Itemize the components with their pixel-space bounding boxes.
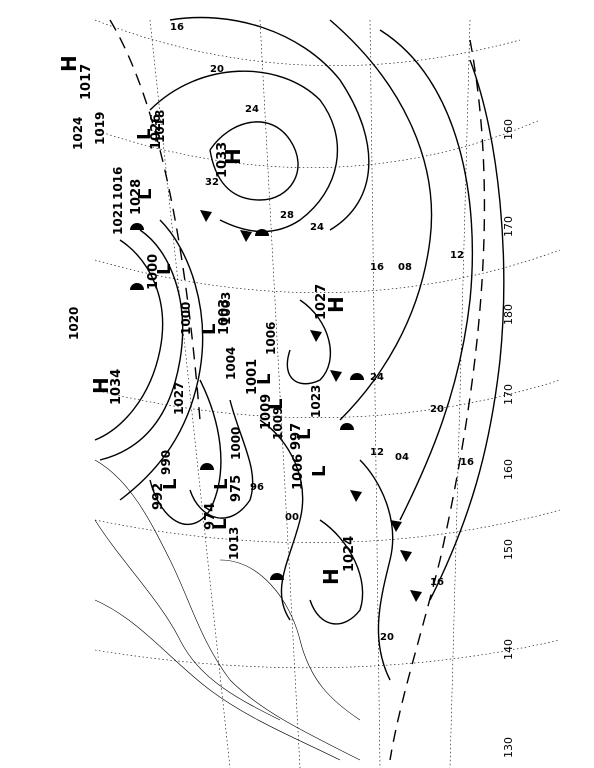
high-letter: H [89,377,113,394]
high-pressure: 1024 [342,536,357,572]
isobar-label: 1020 [67,307,81,340]
isobars [94,16,505,681]
low-pressure: 1000 [146,254,161,290]
isobar-label: 1000 [229,427,243,460]
low-pressure: 992 [151,483,166,510]
high-pressure: 1017 [79,64,94,100]
contour-label: 16 [460,457,474,468]
low-letter: L [210,519,231,530]
low-letter: L [160,479,181,490]
longitude-labels: 130 140 150 160 170 180 170 160 [502,119,515,758]
low-pressure: 997 [289,423,304,450]
lon-label: 170 [502,216,515,237]
low-letter: L [211,479,232,490]
lat-lon-grid [94,19,561,768]
isobar-label: 1016 [111,167,125,200]
contour-label: 12 [370,447,384,458]
isobar-label: 1006 [264,322,278,355]
isobar-label: 1000 [179,302,193,335]
low-letter: L [266,399,287,410]
high-letter: H [319,568,343,585]
contour-label: 00 [285,512,299,523]
lon-label: 170 [502,384,515,405]
low-pressure: 1026 [149,114,164,150]
isobar-label: 1018 [153,110,167,143]
low-pressure: 1009 [259,394,274,430]
low-letter: L [309,466,330,477]
high-pressure: 1027 [314,284,329,320]
isobar-labels: 1024 1019 1018 1016 1021 1020 1013 1000 … [67,110,323,560]
lon-label: 180 [502,304,515,325]
contour-label: 08 [398,262,412,273]
low-letter: L [135,189,156,200]
lon-label: 160 [502,459,515,480]
contour-label: 16 [170,22,184,33]
low-centers: L 975 L 992 L 974 L 1000 L 1009 L 1001 L… [129,114,330,530]
contour-label: 24 [310,222,324,233]
isobar-label: 1009 [271,407,285,440]
lon-label: 160 [502,119,515,140]
high-pressure: 1034 [109,369,124,405]
low-pressure: 1006 [291,454,306,490]
lon-label: 140 [502,639,515,660]
lon-label: 130 [502,737,515,758]
contour-label: 20 [210,64,224,75]
contour-label: 24 [245,104,259,115]
contour-label: 20 [430,404,444,415]
high-letter: H [324,296,348,313]
isobar-label: 1024 [71,117,85,150]
high-pressure: 1033 [215,142,230,178]
isobar-label: 990 [159,450,173,475]
high-letter: H [221,148,245,165]
isobar-label: 1004 [224,347,238,380]
isobar-label: 1013 [227,527,241,560]
contour-label: 04 [395,452,409,463]
low-letter: L [199,324,220,335]
low-letter: L [134,129,155,140]
contour-label: 32 [205,177,219,188]
low-pressure: 1028 [129,179,144,215]
isobar-label: 1023 [309,385,323,418]
low-letter: L [254,374,275,385]
low-pressure: 974 [203,503,218,530]
dashed-lines [109,19,486,761]
contour-label: 28 [280,210,294,221]
low-letter: L [294,429,315,440]
contour-label: 16 [370,262,384,273]
contour-label: 24 [370,372,384,383]
fronts [130,210,422,602]
low-pressure: 1001 [245,359,260,395]
lon-label: 150 [502,539,515,560]
contour-label: 20 [380,632,394,643]
isobar-label: 1019 [93,112,107,145]
contour-label: 96 [250,482,264,493]
contour-label: 16 [430,577,444,588]
coastline [94,459,361,761]
high-letter: H [57,55,81,72]
isobar-label: 1003 [219,292,233,325]
low-letter: L [154,264,175,275]
contour-value-labels: 16 20 24 28 32 12 08 04 00 96 16 20 24 2… [170,22,474,643]
high-centers: H 1033 H 1027 H 1024 H 1034 H 1017 [57,55,357,585]
isobar-label: 1021 [111,202,125,235]
low-pressure: 1003 [217,299,232,335]
contour-label: 12 [450,250,464,261]
low-pressure: 975 [229,475,244,502]
isobar-label: 1027 [172,382,186,415]
